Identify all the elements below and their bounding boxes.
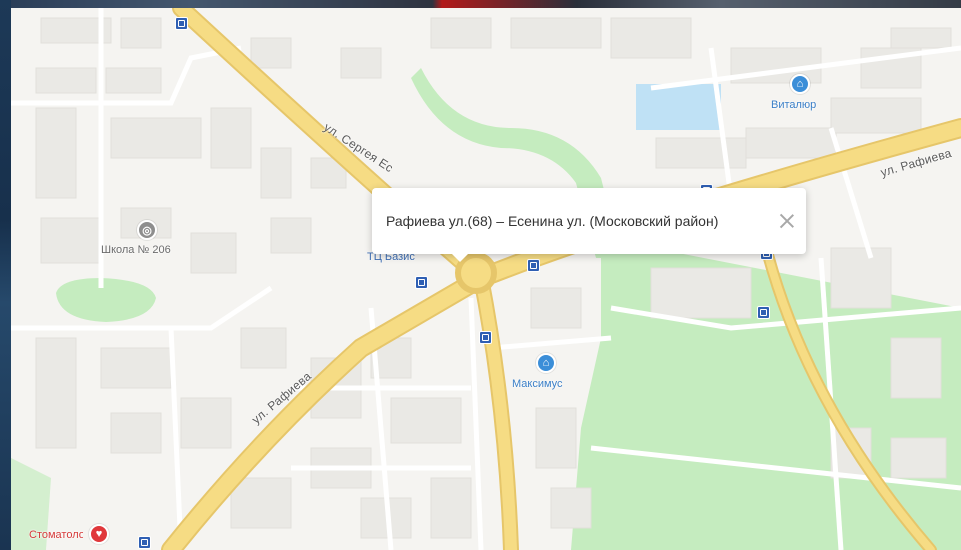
shop-icon[interactable]: ⌂: [536, 353, 556, 373]
background-window-strip-top: [0, 0, 961, 8]
bus-stop-icon[interactable]: [415, 276, 428, 289]
background-window-strip-left: [0, 0, 11, 550]
poi-label-school: Школа № 206: [101, 244, 171, 256]
popup-stop-name: Рафиева ул.(68) – Есенина ул. (Московски…: [386, 213, 719, 229]
park-area-corner: [11, 458, 51, 550]
shop-icon[interactable]: ⌂: [790, 74, 810, 94]
water-pond: [636, 84, 721, 130]
bus-stop-icon[interactable]: [757, 306, 770, 319]
poi-label-stomatology: Стоматология: [29, 529, 83, 541]
close-icon[interactable]: [776, 210, 798, 232]
bus-stop-icon[interactable]: [527, 259, 540, 272]
park-area-small: [56, 278, 156, 322]
bus-stop-icon[interactable]: [175, 17, 188, 30]
map-canvas[interactable]: ул. Сергея Ес ул. Рафиева ул. Рафиева ◎ …: [11, 8, 961, 550]
bus-stop-icon[interactable]: [479, 331, 492, 344]
poi-label-maksimus: Максимус: [512, 378, 563, 390]
bus-stop-popup: Рафиева ул.(68) – Есенина ул. (Московски…: [372, 188, 806, 262]
poi-label-vitalur: Виталюр: [771, 99, 817, 111]
map-layers: [11, 8, 961, 550]
school-icon[interactable]: ◎: [137, 220, 157, 240]
bus-stop-icon[interactable]: [138, 536, 151, 549]
minor-roads: [11, 8, 961, 550]
poi-label-tc: ТЦ Базис: [367, 251, 415, 263]
tooth-icon[interactable]: ♥: [89, 524, 109, 544]
